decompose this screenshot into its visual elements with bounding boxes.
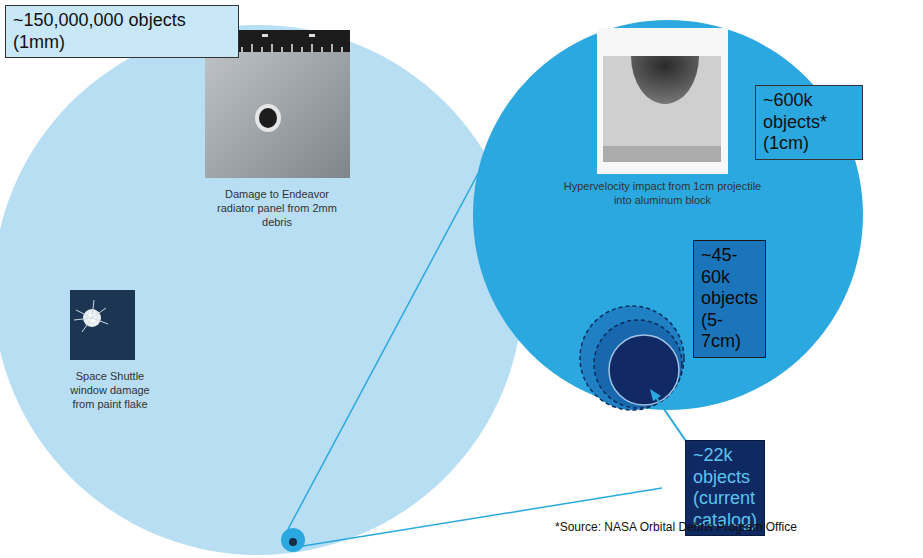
ruler-mark	[262, 34, 268, 37]
ruler-mark	[309, 34, 315, 37]
hole-rim	[255, 104, 281, 132]
photo-ruler	[205, 30, 350, 52]
photo-background	[597, 28, 728, 174]
ruler-ticks	[212, 44, 342, 52]
count-box: ~150,000,000 objects (1mm)	[5, 5, 239, 58]
window-photo	[70, 290, 135, 360]
circle-shape	[594, 320, 682, 408]
count-box: ~45-60k objects (5-7cm)	[693, 240, 766, 358]
small-inner-dot	[289, 538, 297, 546]
impact-hole	[259, 108, 277, 128]
photo-panel	[205, 30, 350, 178]
zoom-line	[286, 95, 520, 533]
radiator-photo	[205, 30, 350, 178]
photo-caption: Damage to Endeavor radiator panel from 2…	[212, 188, 342, 229]
circle-shape	[473, 20, 863, 410]
photo-caption: Hypervelocity impact from 1cm projectile…	[560, 180, 765, 208]
catalog-circle: ~22k objects (current catalog)	[608, 334, 680, 406]
photo-window	[70, 290, 135, 360]
dashed-circles: ~45-60k objects (5-7cm)~22k objects (cur…	[580, 306, 684, 410]
circle-shape	[609, 335, 679, 405]
leader-line	[655, 396, 688, 444]
block-face	[603, 56, 721, 146]
count-box: ~600k objects* (1cm)	[755, 85, 863, 160]
crater	[631, 56, 699, 104]
circle-shape	[0, 25, 523, 555]
small-circle	[281, 528, 305, 552]
circle-shape	[580, 306, 684, 410]
aluminum-block-photo	[597, 28, 728, 174]
crack-lines	[74, 300, 108, 332]
catalog-circle-outline	[608, 334, 680, 406]
ruler-mark	[215, 34, 221, 37]
photo-caption: Space Shuttle window damage from paint f…	[58, 370, 162, 411]
leader-arrowhead	[650, 389, 661, 401]
source-note: *Source: NASA Orbital Debris Program Off…	[555, 520, 797, 534]
zoom-line	[297, 488, 662, 547]
block-base	[603, 146, 721, 162]
